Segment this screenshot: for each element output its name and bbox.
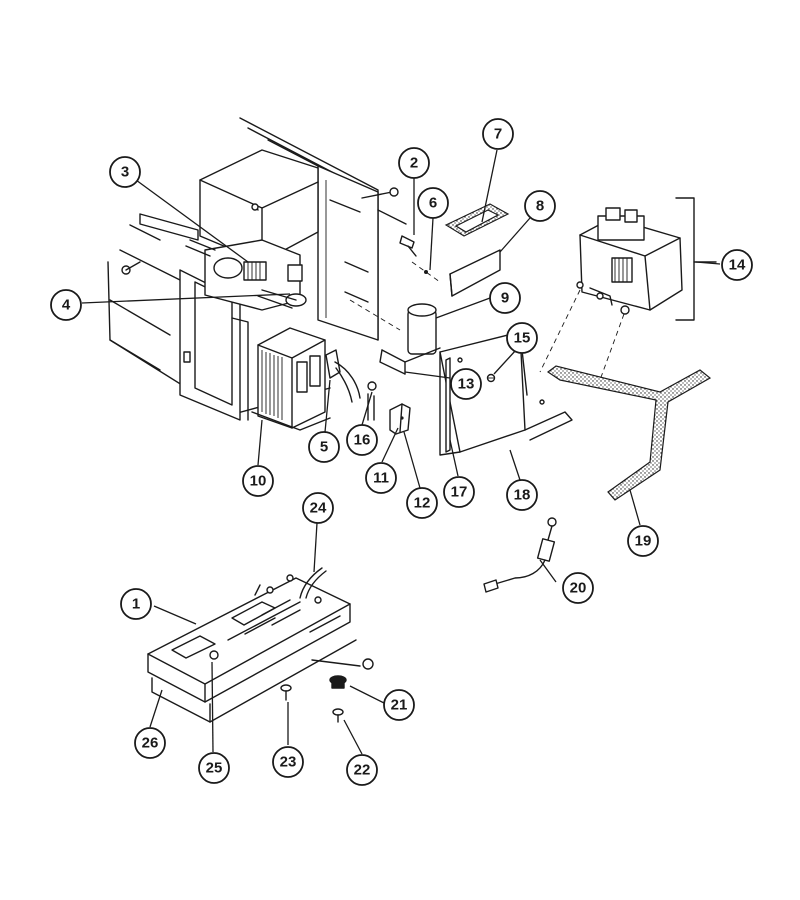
bracket-panel [439,331,573,456]
callout-label: 17 [451,484,468,501]
callout-14: 14 [721,249,753,281]
magnetron-assembly [185,239,307,311]
callout-label: 10 [250,473,267,490]
leader-lines [81,149,721,755]
callout-21: 21 [383,689,415,721]
callout-12: 12 [406,487,438,519]
callout-label: 18 [514,487,531,504]
callout-label: 25 [206,760,223,777]
callout-13: 13 [450,368,482,400]
callout-5: 5 [308,431,340,463]
callout-label: 5 [320,439,328,456]
callout-label: 6 [429,195,437,212]
callout-18: 18 [506,479,538,511]
callout-label: 4 [62,297,71,314]
callout-label: 19 [635,533,652,550]
callout-7: 7 [482,118,514,150]
chassis-frame [107,117,379,421]
callout-label: 9 [501,290,509,307]
callout-label: 15 [514,330,531,347]
gasket [444,203,510,237]
callout-11: 11 [365,462,397,494]
callout-26: 26 [134,727,166,759]
callout-label: 23 [280,754,297,771]
transformer [251,327,331,431]
callout-label: 7 [494,126,502,143]
callout-16: 16 [346,424,378,456]
callout-label: 14 [729,257,746,274]
callout-label: 11 [373,470,389,487]
callout-label: 13 [458,376,475,393]
callout-label: 26 [142,735,159,752]
diode-bracket [325,349,361,403]
callout-label: 22 [354,762,371,779]
callout-2: 2 [398,147,430,179]
callout-19: 19 [627,525,659,557]
cover-plate [449,249,501,297]
small-parts [367,381,411,435]
callout-25: 25 [198,752,230,784]
base-plate-assembly [147,567,357,723]
callout-label: 3 [121,164,129,181]
callout-label: 8 [536,198,544,215]
callout-label: 12 [414,495,431,512]
fan-motor-assembly [539,197,717,381]
callout-3: 3 [109,156,141,188]
wire-harness [483,517,557,593]
duct-gasket [546,365,712,501]
callout-label: 20 [570,580,587,597]
callout-1: 1 [120,588,152,620]
screws-top [349,187,441,331]
callout-23: 23 [272,746,304,778]
callout-17: 17 [443,476,475,508]
callout-6: 6 [417,187,449,219]
callout-label: 24 [310,500,327,517]
callout-10: 10 [242,465,274,497]
callout-15: 15 [506,322,538,354]
callout-label: 1 [132,596,140,613]
capacitor [379,303,441,375]
callout-20: 20 [562,572,594,604]
screw-15 [486,373,496,383]
callout-9: 9 [489,282,521,314]
callout-24: 24 [302,492,334,524]
callout-label: 16 [354,432,371,449]
callout-label: 21 [391,697,408,714]
callout-8: 8 [524,190,556,222]
callout-4: 4 [50,289,82,321]
callout-label: 2 [410,155,418,172]
feet-and-screws [280,658,374,723]
callout-22: 22 [346,754,378,786]
